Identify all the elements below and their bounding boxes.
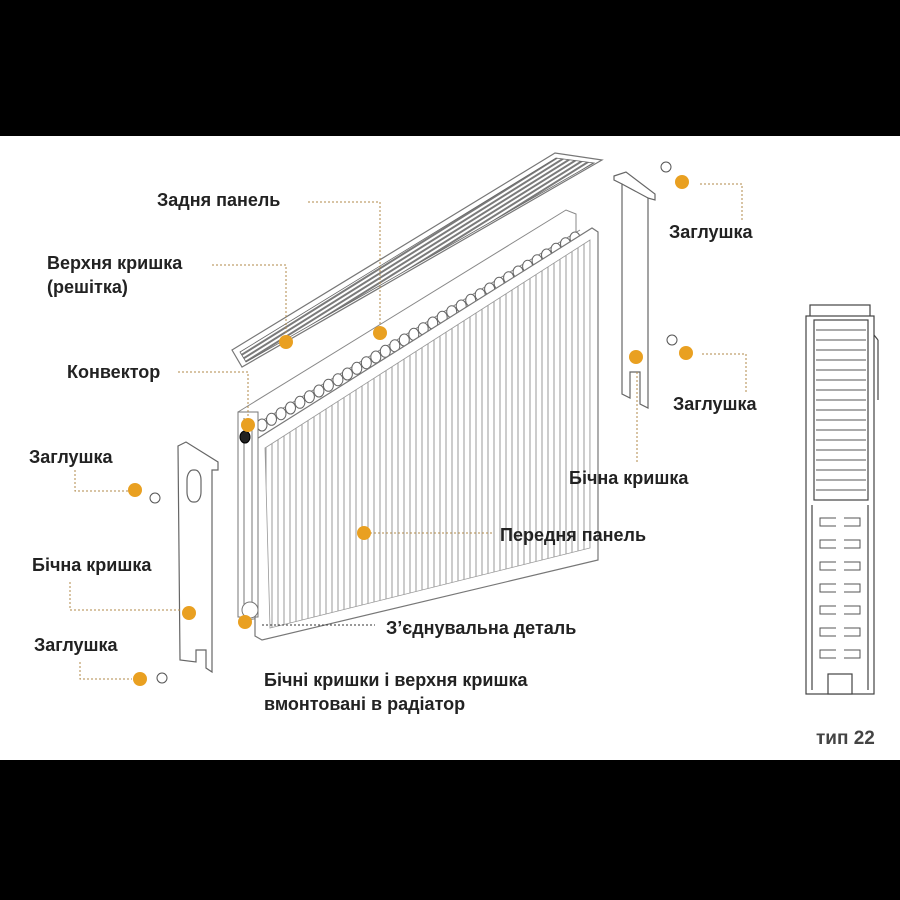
note-line2: вмонтовані в радіатор: [264, 694, 466, 714]
radiator-left-edge: [237, 411, 259, 619]
label-connector: З’єднувальна деталь: [386, 618, 577, 638]
side-cover-left: [177, 441, 219, 674]
label-rear-panel: Задня панель: [157, 190, 281, 210]
label-plug-left-bottom: Заглушка: [34, 635, 118, 655]
label-front-panel: Передня панель: [500, 525, 647, 545]
label-plug-left-top: Заглушка: [29, 447, 113, 467]
front-panel: [254, 227, 599, 641]
label-side-cover-left: Бічна кришка: [32, 555, 152, 575]
plug-icons: [149, 161, 678, 684]
cross-section-type22: [805, 304, 879, 695]
label-convector: Конвектор: [67, 362, 161, 382]
label-plug-mid-right: Заглушка: [673, 394, 757, 414]
cross-section-type-label: тип 22: [816, 728, 875, 749]
label-top-cover-line1: Верхня кришка: [47, 253, 183, 273]
label-top-cover-line2: (решітка): [47, 277, 128, 297]
note-line1: Бічні кришки і верхня кришка: [264, 670, 528, 690]
label-plug-top-right: Заглушка: [669, 222, 753, 242]
convector-rollers: [256, 231, 581, 432]
side-cover-right: [613, 171, 656, 409]
callout-dots: [128, 175, 693, 686]
label-side-cover-right: Бічна кришка: [569, 468, 689, 488]
leader-lines: [69, 183, 747, 680]
top-grille-cover: [231, 152, 604, 368]
